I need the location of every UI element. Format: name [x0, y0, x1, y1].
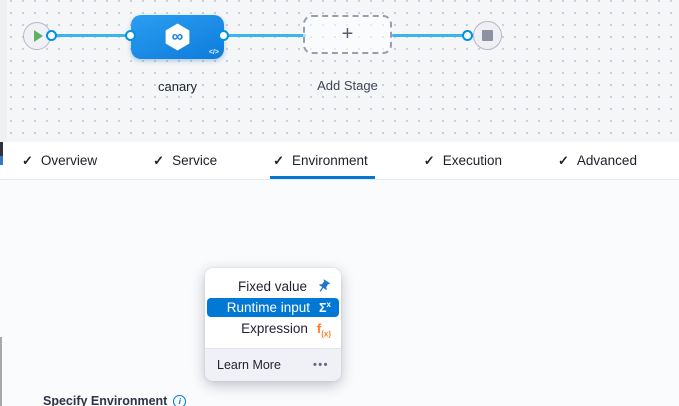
- left-edge-artifact: [0, 142, 3, 156]
- pin-icon: [319, 279, 330, 292]
- more-options-icon[interactable]: •••: [312, 359, 329, 371]
- tab-service[interactable]: ✓ Service: [153, 142, 217, 179]
- learn-more-link[interactable]: Learn More: [217, 358, 281, 372]
- code-icon: </>: [208, 49, 219, 56]
- infinity-glyph: ∞: [171, 28, 184, 45]
- tab-label: Service: [172, 153, 218, 168]
- menu-item-label: Fixed value: [237, 279, 307, 294]
- check-icon: ✓: [558, 152, 569, 168]
- pipeline-canvas[interactable]: ∞ </> + canary Add Stage: [0, 0, 679, 142]
- canvas-left-band: [0, 0, 7, 142]
- menu-items: Fixed value Runtime input Σx Expression …: [205, 268, 341, 348]
- menu-item-runtime-input[interactable]: Runtime input Σx: [207, 298, 339, 317]
- menu-item-expression[interactable]: Expression f(x): [205, 318, 341, 339]
- tab-label: Environment: [292, 153, 368, 168]
- connector-line: [52, 34, 134, 37]
- stage-config-tabbar: ✓ Overview ✓ Service ✓ Environment ✓ Exe…: [0, 142, 679, 180]
- tab-label: Execution: [442, 153, 502, 168]
- harness-cd-icon: ∞: [165, 23, 190, 51]
- check-icon: ✓: [273, 152, 284, 168]
- tab-execution[interactable]: ✓ Execution: [424, 142, 502, 179]
- connector-port: [125, 30, 136, 41]
- left-edge-artifact: [0, 156, 3, 165]
- connector-port: [218, 30, 229, 41]
- connector-line: [224, 34, 306, 37]
- menu-footer: Learn More •••: [205, 348, 341, 381]
- check-icon: ✓: [22, 152, 33, 168]
- tab-advanced[interactable]: ✓ Advanced: [558, 142, 637, 179]
- add-stage-node[interactable]: +: [303, 15, 392, 54]
- sigma-icon: Σx: [319, 299, 331, 315]
- specify-environment-label: Specify Environment i: [43, 394, 187, 406]
- menu-item-label: Runtime input: [226, 300, 311, 315]
- expression-icon: f(x): [316, 321, 331, 339]
- check-icon: ✓: [423, 152, 435, 168]
- play-icon: [34, 30, 43, 42]
- tab-label: Overview: [40, 153, 98, 168]
- tab-label: Advanced: [576, 153, 637, 168]
- stage-node-canary[interactable]: ∞ </>: [131, 15, 224, 59]
- info-icon[interactable]: i: [173, 394, 187, 406]
- stage-name-label: canary: [157, 79, 198, 94]
- add-stage-label: Add Stage: [317, 78, 378, 93]
- connector-port: [462, 30, 473, 41]
- stop-icon: [482, 30, 493, 41]
- tab-overview[interactable]: ✓ Overview: [22, 142, 97, 179]
- connector-port: [46, 30, 57, 41]
- left-edge-scrollbar-artifact: [0, 337, 2, 406]
- plus-icon: +: [341, 23, 354, 45]
- tab-environment[interactable]: ✓ Environment: [270, 142, 375, 179]
- connector-line: [392, 34, 467, 37]
- check-icon: ✓: [153, 152, 165, 168]
- value-type-dropdown-menu: Fixed value Runtime input Σx Expression …: [205, 268, 341, 381]
- menu-item-fixed-value[interactable]: Fixed value: [205, 276, 341, 297]
- field-label-text: Specify Environment: [43, 394, 168, 406]
- pipeline-end-node: [473, 21, 502, 50]
- menu-item-label: Expression: [241, 321, 308, 336]
